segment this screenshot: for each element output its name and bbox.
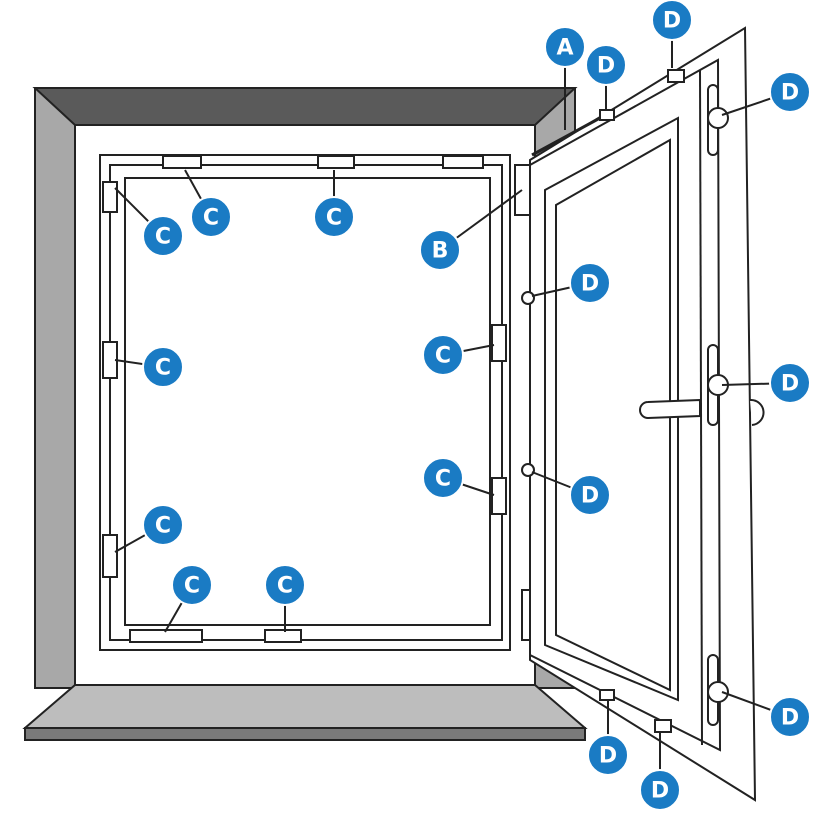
callout-c: C: [422, 334, 495, 376]
callout-circle: [769, 696, 811, 738]
callout-d: D: [651, 0, 693, 68]
callout-circle: [142, 215, 184, 257]
callout-letter: C: [326, 206, 342, 231]
callout-d: D: [721, 691, 811, 738]
callout-letter: D: [663, 9, 681, 34]
callout-letter: C: [435, 344, 451, 369]
callout-letter: A: [556, 36, 573, 61]
callout-c: C: [184, 169, 232, 238]
callout-circle: [569, 262, 611, 304]
callout-c: C: [164, 564, 213, 633]
callout-circle: [142, 346, 184, 388]
callout-d: D: [587, 700, 629, 776]
callout-c: C: [114, 346, 184, 388]
callout-letter: D: [597, 54, 615, 79]
callout-d: D: [639, 732, 681, 811]
callout-d: D: [721, 362, 811, 404]
callout-c: C: [313, 170, 355, 238]
handle: [639, 398, 701, 420]
callout-b: B: [419, 189, 523, 271]
open-sash: [521, 26, 765, 802]
callout-circle: [313, 196, 355, 238]
callout-circle: [419, 229, 461, 271]
callout-letter: C: [184, 574, 200, 599]
callout-circle: [769, 362, 811, 404]
callout-letter: D: [781, 372, 799, 397]
callout-circle: [651, 0, 693, 41]
callout-circle: [544, 26, 586, 68]
keeper-bottom-2: [264, 629, 302, 643]
hinge-top: [514, 164, 531, 216]
keeper-top-2: [317, 155, 355, 169]
callout-c: C: [114, 187, 184, 257]
keeper-right-1: [491, 324, 507, 362]
callout-letter: C: [203, 206, 219, 231]
callout-letter: D: [581, 484, 599, 509]
callout-circle: [190, 196, 232, 238]
callout-c: C: [422, 457, 495, 499]
callout-circle: [585, 44, 627, 86]
window-sill: [22, 684, 588, 741]
callout-letter: C: [155, 225, 171, 250]
callout-letter: D: [599, 744, 617, 769]
callout-c: C: [114, 504, 184, 553]
keeper-top-1: [162, 155, 202, 169]
callout-d: D: [531, 471, 611, 516]
callout-circle: [639, 769, 681, 811]
callout-letter: B: [432, 239, 449, 264]
keeper-right-2: [491, 477, 507, 515]
callout-letter: C: [155, 356, 171, 381]
keeper-left-2: [102, 341, 118, 379]
callout-d: D: [585, 44, 627, 110]
callout-letter: C: [435, 467, 451, 492]
callout-circle: [569, 474, 611, 516]
keeper-left-3: [102, 534, 118, 578]
callout-circle: [422, 334, 464, 376]
callout-circle: [769, 71, 811, 113]
callout-letter: C: [277, 574, 293, 599]
callout-letter: C: [155, 514, 171, 539]
callout-letter: D: [651, 779, 669, 804]
callout-c: C: [264, 564, 306, 632]
keeper-left-1: [102, 181, 118, 213]
callout-d: D: [531, 262, 611, 304]
callout-letter: D: [581, 272, 599, 297]
callout-circle: [142, 504, 184, 546]
callout-circle: [264, 564, 306, 606]
callout-circle: [587, 734, 629, 776]
callout-letter: D: [781, 706, 799, 731]
callout-letter: D: [781, 81, 799, 106]
callout-a: A: [544, 26, 586, 130]
keeper-top-3: [442, 155, 484, 169]
callout-circle: [171, 564, 213, 606]
callout-d: D: [721, 71, 811, 116]
callout-circle: [422, 457, 464, 499]
